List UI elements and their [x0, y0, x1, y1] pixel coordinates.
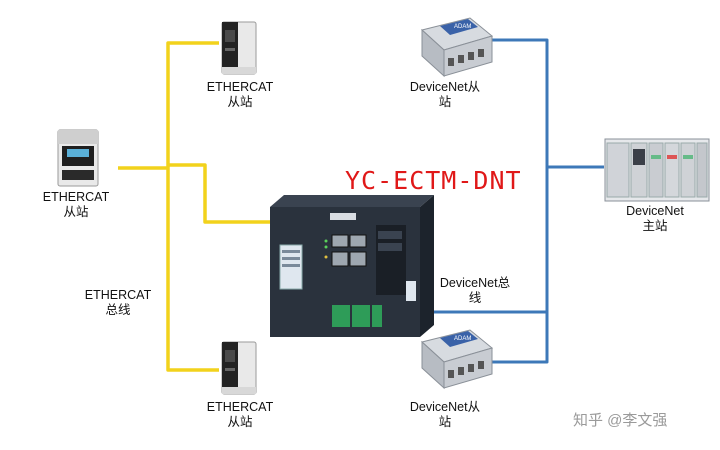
devicenet-line-top [490, 38, 549, 364]
ethercat-slave-drive-icon [221, 341, 257, 395]
label-devicenet-slave-top: DeviceNet从站 [409, 80, 481, 109]
device-brand: ADAM [454, 24, 471, 30]
label-devicenet-slave-bottom: DeviceNet从站 [409, 400, 481, 429]
devicenet-io-module-icon: ADAM [420, 329, 494, 390]
ethercat-line-top [166, 41, 219, 372]
ethercat-slave-drive-icon [57, 129, 99, 187]
devicenet-io-module-icon: ADAM [420, 17, 494, 78]
label-devicenet-bus: DeviceNet总线 [439, 276, 511, 305]
ethercat-slave-drive-icon [221, 21, 257, 75]
ethercat-line-gateway [168, 163, 272, 224]
ethercat-bus-lines [118, 41, 272, 372]
diagram-title: YC-ECTM-DNT [345, 166, 522, 195]
gateway-device-icon [270, 195, 434, 337]
watermark: 知乎 @李文强 [573, 412, 668, 429]
device-brand: ADAM [454, 336, 471, 342]
plc-rack-icon [604, 138, 710, 202]
devicenet-bus-lines [412, 38, 604, 364]
